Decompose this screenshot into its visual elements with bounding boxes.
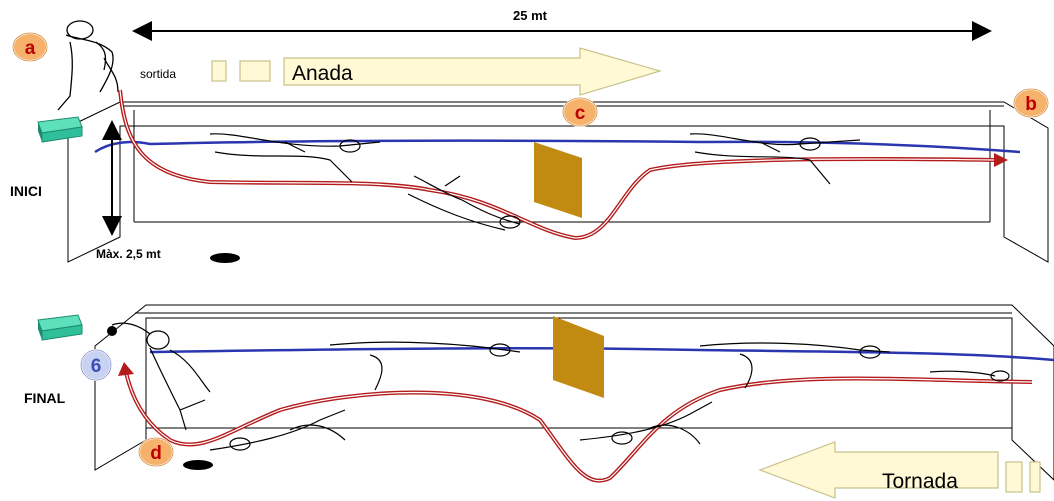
return-label: Tornada: [882, 470, 958, 493]
top-pool: [67, 101, 1049, 263]
marker-c: c: [562, 97, 598, 127]
diver-figure: [57, 20, 119, 111]
swimmer-figure-top-1: [209, 133, 381, 183]
depth-label: Màx. 2,5 mt: [96, 247, 161, 261]
flag-top: [534, 142, 582, 218]
marker-b-label: b: [1025, 94, 1037, 115]
flag-bottom: [553, 316, 604, 398]
bottom-water-line: [149, 347, 1054, 362]
swimmer-figure-bottom-3: [579, 401, 713, 445]
marker-a-label: a: [25, 38, 36, 59]
bottom-pool: [94, 304, 1054, 481]
marker-d: d: [138, 437, 174, 467]
outbound-label: Anada: [292, 62, 353, 85]
starting-block-top: [37, 116, 83, 143]
start-label: sortida: [140, 67, 176, 81]
finishing-swimmer-figure: [111, 322, 211, 431]
swimmer-figure-bottom-2: [209, 409, 346, 451]
swimmer-figure-top-3: [689, 133, 861, 185]
starting-block-bottom: [37, 314, 83, 341]
swimmer-figure-bottom-5: [929, 370, 1010, 382]
lane-marker-top: [210, 253, 240, 263]
marker-b: b: [1013, 88, 1049, 118]
marker-a: a: [12, 32, 48, 62]
start-section-label: INICI: [10, 183, 42, 199]
marker-six: 6: [80, 349, 112, 381]
lane-marker-bottom: [183, 460, 213, 470]
swimmer-figure-bottom-1: [329, 341, 521, 391]
return-arrow: [758, 441, 1041, 499]
marker-c-label: c: [575, 103, 586, 124]
distance-label: 25 mt: [513, 8, 548, 23]
top-water-line: [94, 139, 1021, 154]
outbound-arrow: [211, 47, 663, 96]
swim-path-bottom-arrowhead: [118, 362, 134, 376]
touch-hand-icon: [107, 326, 117, 336]
marker-d-label: d: [150, 443, 162, 464]
swim-path-top-arrowhead: [994, 153, 1008, 167]
finish-section-label: FINAL: [24, 390, 66, 406]
swimmer-figure-top-2: [407, 175, 521, 231]
swimmer-figure-bottom-4: [699, 342, 891, 389]
marker-six-label: 6: [91, 356, 102, 377]
